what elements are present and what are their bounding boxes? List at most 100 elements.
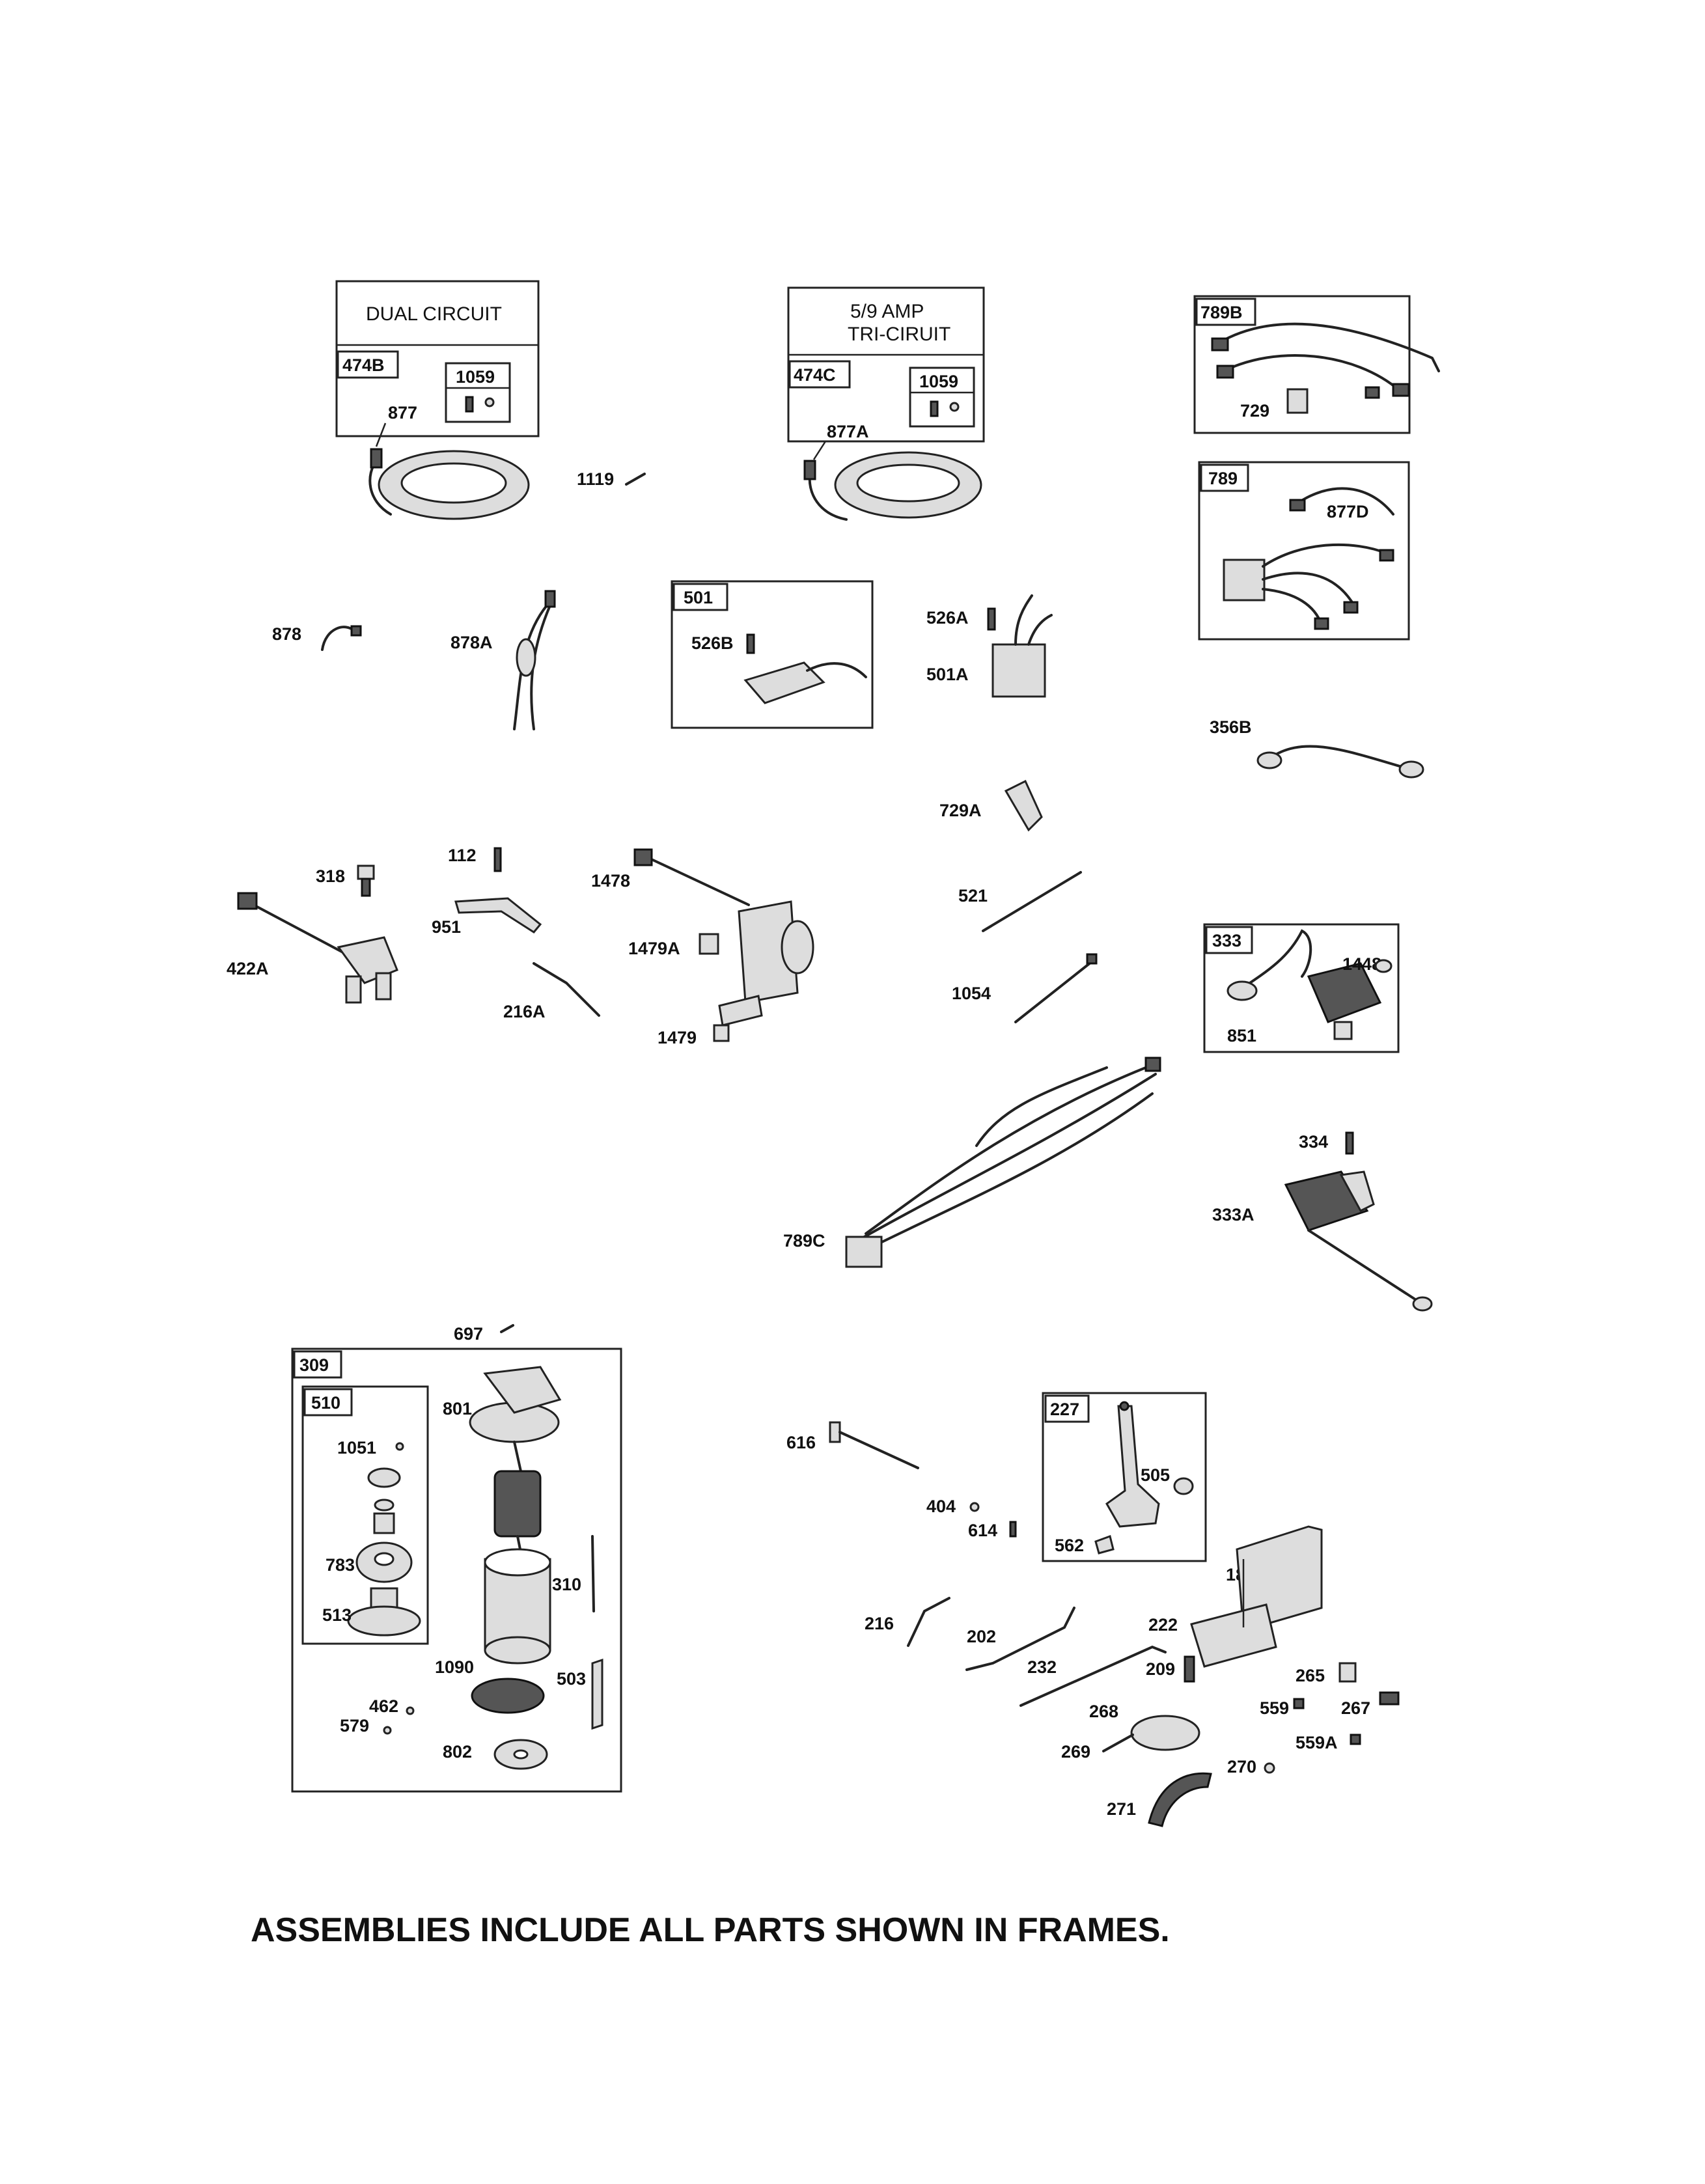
gear-783[interactable] bbox=[355, 1541, 413, 1583]
part-1479a[interactable]: 1479A bbox=[628, 933, 719, 958]
stator-coil-474c[interactable] bbox=[803, 451, 982, 521]
label-1090: 1090 bbox=[435, 1657, 474, 1677]
screw-icon bbox=[930, 400, 960, 417]
label-878a: 878A bbox=[451, 633, 493, 652]
part-356b[interactable]: 356B bbox=[1210, 717, 1424, 779]
stator-coil-474b[interactable] bbox=[368, 448, 530, 520]
label-559a: 559A bbox=[1296, 1733, 1338, 1752]
label-216a: 216A bbox=[503, 1002, 546, 1021]
part-616[interactable]: 616 bbox=[786, 1421, 919, 1469]
part-559[interactable]: 559 bbox=[1260, 1698, 1305, 1718]
label-209: 209 bbox=[1146, 1659, 1175, 1679]
label-505: 505 bbox=[1141, 1465, 1170, 1485]
label-877: 877 bbox=[388, 403, 417, 422]
label-951: 951 bbox=[432, 917, 461, 937]
part-501a[interactable]: 501A bbox=[926, 594, 1053, 698]
part-265[interactable]: 265 bbox=[1296, 1662, 1357, 1685]
frame-474b[interactable]: DUAL CIRCUIT 474B 1059 877 bbox=[335, 280, 540, 520]
part-268[interactable]: 268 bbox=[1089, 1702, 1200, 1751]
part-559a[interactable]: 559A bbox=[1296, 1733, 1361, 1752]
wire-harness-789b[interactable] bbox=[1211, 322, 1440, 399]
part-216a[interactable]: 216A bbox=[503, 962, 600, 1021]
frame-227[interactable]: 227 505 562 bbox=[1042, 1392, 1207, 1562]
label-271: 271 bbox=[1107, 1799, 1136, 1819]
part-209[interactable]: 209 bbox=[1146, 1655, 1195, 1683]
frame-789b-tag: 789B bbox=[1200, 303, 1243, 322]
part-878a[interactable]: 878A bbox=[451, 590, 556, 730]
label-1051: 1051 bbox=[337, 1438, 376, 1458]
label-265: 265 bbox=[1296, 1666, 1325, 1685]
frame-510[interactable]: 510 1051 783 513 bbox=[301, 1385, 429, 1645]
label-1479: 1479 bbox=[658, 1028, 697, 1047]
part-269[interactable]: 269 bbox=[1061, 1734, 1134, 1762]
part-697[interactable]: 697 bbox=[454, 1324, 514, 1344]
frame-501[interactable]: 501 526B bbox=[671, 580, 874, 729]
frame-474c[interactable]: 5/9 AMP TRI-CIRUIT 474C 1059 877A bbox=[787, 286, 985, 521]
label-404: 404 bbox=[926, 1497, 956, 1516]
label-526a: 526A bbox=[926, 608, 969, 628]
part-222[interactable]: 222 bbox=[1148, 1615, 1178, 1635]
label-334: 334 bbox=[1299, 1132, 1328, 1152]
drive-513[interactable] bbox=[347, 1587, 421, 1637]
end-cap-801[interactable] bbox=[469, 1366, 562, 1443]
label-513: 513 bbox=[322, 1605, 352, 1625]
housing-310[interactable] bbox=[484, 1548, 551, 1665]
part-271[interactable]: 271 bbox=[1107, 1772, 1212, 1827]
part-614[interactable]: 614 bbox=[968, 1521, 1017, 1540]
label-878: 878 bbox=[272, 624, 301, 644]
label-222: 222 bbox=[1148, 1615, 1178, 1635]
frame-789-tag: 789 bbox=[1208, 469, 1238, 488]
part-334[interactable]: 334 bbox=[1299, 1131, 1354, 1155]
label-269: 269 bbox=[1061, 1742, 1090, 1762]
frame-501-tag: 501 bbox=[684, 588, 713, 607]
part-521[interactable]: 521 bbox=[958, 871, 1082, 932]
label-562: 562 bbox=[1055, 1536, 1084, 1555]
label-1119: 1119 bbox=[577, 469, 614, 489]
part-878[interactable]: 878 bbox=[272, 624, 362, 651]
part-333a[interactable]: 333A bbox=[1212, 1170, 1433, 1312]
frame-789b[interactable]: 789B 729 bbox=[1193, 295, 1440, 434]
label-268: 268 bbox=[1089, 1702, 1118, 1721]
part-318[interactable]: 318 bbox=[316, 864, 375, 897]
rectifier-501[interactable] bbox=[743, 661, 867, 704]
part-188[interactable]: 188 bbox=[1190, 1525, 1323, 1668]
part-1054[interactable]: 1054 bbox=[952, 953, 1098, 1023]
part-404[interactable]: 404 bbox=[926, 1497, 980, 1516]
frame-474b-tag: 474B bbox=[342, 355, 385, 375]
frame-333-tag: 333 bbox=[1212, 931, 1241, 950]
frame-789[interactable]: 789 877D bbox=[1198, 461, 1410, 641]
label-526b: 526B bbox=[691, 633, 734, 653]
armature[interactable] bbox=[493, 1441, 542, 1554]
part-1119[interactable]: 1119 bbox=[577, 469, 646, 489]
frame-309[interactable]: 309 510 1051 783 513 801 bbox=[291, 1348, 622, 1793]
part-270[interactable]: 270 bbox=[1227, 1757, 1275, 1776]
part-216[interactable]: 216 bbox=[865, 1597, 950, 1647]
part-202[interactable]: 202 bbox=[965, 1607, 1075, 1671]
label-851: 851 bbox=[1227, 1026, 1256, 1045]
part-789c[interactable]: 789C bbox=[783, 1057, 1161, 1268]
part-1478[interactable]: 1478 bbox=[591, 848, 814, 1027]
part-1479[interactable]: 1479 bbox=[658, 1024, 730, 1047]
connector-729[interactable] bbox=[1286, 388, 1309, 414]
label-503: 503 bbox=[557, 1669, 586, 1689]
brush-plate-1090[interactable] bbox=[471, 1678, 545, 1714]
lever-227[interactable] bbox=[1105, 1401, 1160, 1528]
part-526a[interactable]: 526A bbox=[926, 607, 996, 631]
part-729a[interactable]: 729A bbox=[939, 779, 1043, 832]
footer-note: ASSEMBLIES INCLUDE ALL PARTS SHOWN IN FR… bbox=[251, 1911, 1170, 1949]
washer-802[interactable] bbox=[493, 1739, 548, 1770]
ignition-coil-333[interactable] bbox=[1227, 929, 1382, 1040]
part-112[interactable]: 112 bbox=[448, 846, 502, 872]
label-232: 232 bbox=[1027, 1657, 1057, 1677]
label-267: 267 bbox=[1341, 1698, 1370, 1718]
part-267[interactable]: 267 bbox=[1341, 1691, 1400, 1718]
label-789c: 789C bbox=[783, 1231, 825, 1251]
part-232[interactable]: 232 bbox=[1019, 1645, 1167, 1707]
wire-harness-789[interactable] bbox=[1223, 487, 1394, 630]
frame-333[interactable]: 333 1448 851 bbox=[1203, 923, 1400, 1053]
label-112: 112 bbox=[448, 846, 477, 865]
label-614: 614 bbox=[968, 1521, 997, 1540]
part-422a[interactable]: 422A bbox=[227, 892, 398, 1004]
part-951[interactable]: 951 bbox=[432, 897, 542, 937]
frame-1059a-tag: 1059 bbox=[456, 367, 495, 387]
